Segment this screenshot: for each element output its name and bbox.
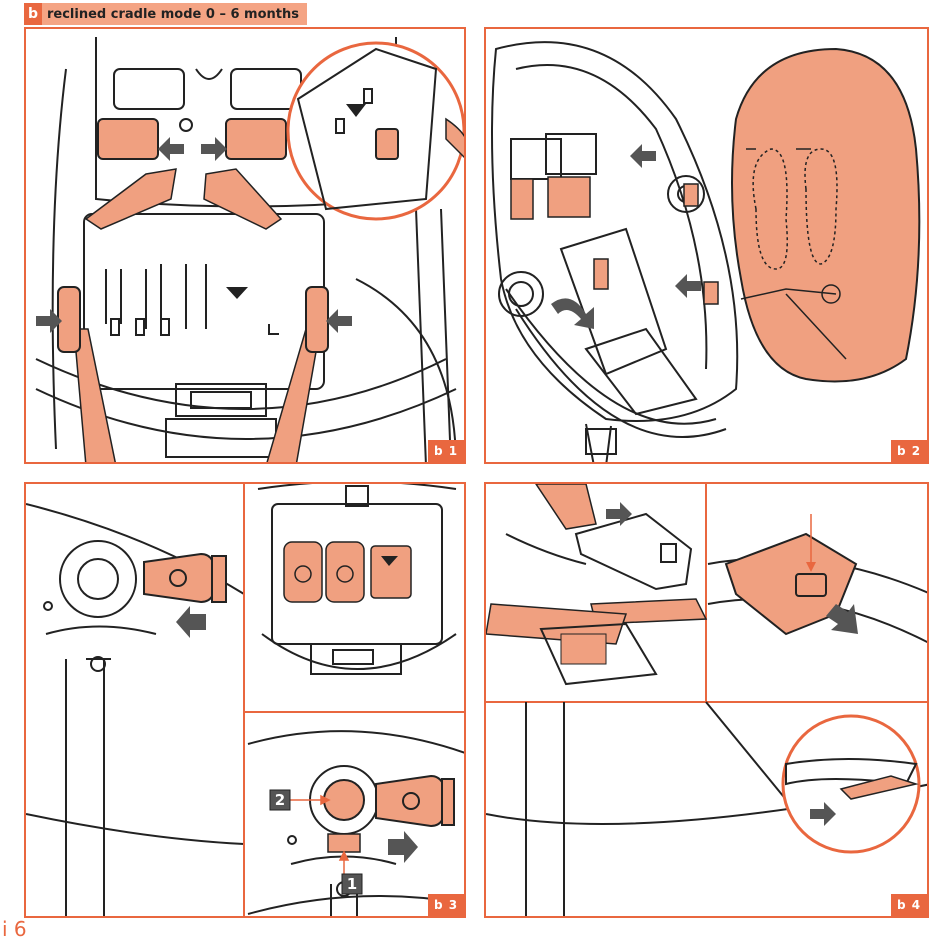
section-letter: b (24, 3, 42, 25)
section-title: reclined cradle mode 0 – 6 months (42, 3, 307, 25)
b3-illustration (26, 484, 466, 918)
section-header: b reclined cradle mode 0 – 6 months (24, 3, 307, 25)
b4-illustration (486, 484, 929, 918)
panel-label-b2: b 2 (891, 440, 927, 462)
b1-illustration (26, 29, 466, 464)
page-number: i 6 (2, 917, 27, 941)
panel-b3: 2 1 b 3 (24, 482, 466, 918)
panel-label-b3: b 3 (428, 894, 464, 916)
panel-label-b1: b 1 (428, 440, 464, 462)
panel-b1: b 1 (24, 27, 466, 464)
step-2-badge: 2 (270, 790, 290, 810)
panel-label-b4: b 4 (891, 894, 927, 916)
step-1-badge: 1 (342, 874, 362, 894)
panel-b4: b 4 (484, 482, 929, 918)
b2-illustration (486, 29, 929, 464)
panel-b2: b 2 (484, 27, 929, 464)
